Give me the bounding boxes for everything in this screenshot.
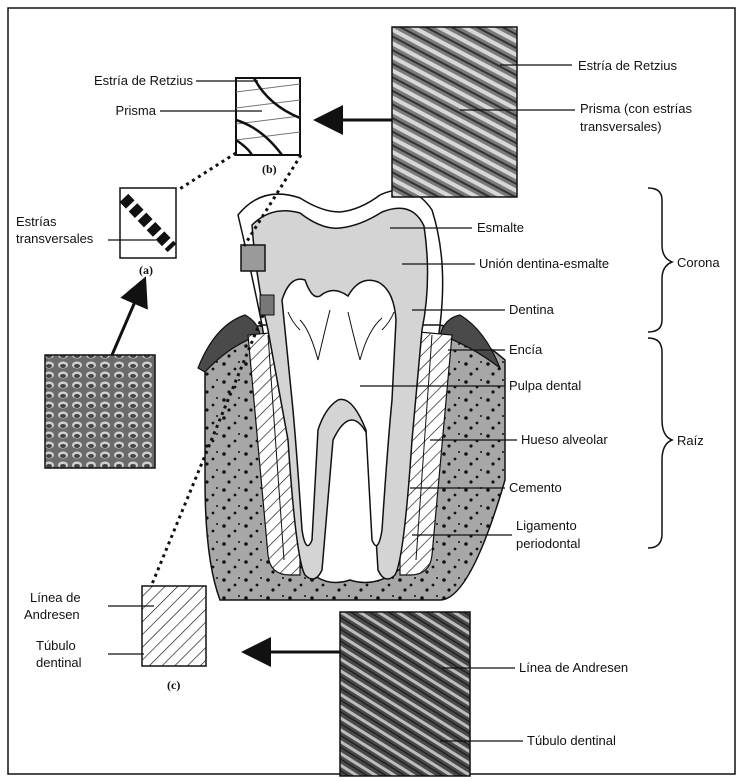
sample-square-b — [241, 245, 265, 271]
label-pulpa: Pulpa dental — [509, 378, 581, 393]
brace-corona — [648, 188, 672, 332]
detail-box-b — [236, 78, 300, 155]
label-hueso: Hueso alveolar — [521, 432, 608, 447]
detail-box-c — [142, 586, 206, 666]
label-encia: Encía — [509, 342, 543, 357]
label-corona: Corona — [677, 255, 720, 270]
label-linea-andresen-left-line1: Línea de — [30, 590, 81, 605]
label-estria-retzius-left: Estría de Retzius — [94, 73, 193, 88]
label-estrias-line1: Estrías — [16, 214, 57, 229]
label-linea-andresen-left-line2: Andresen — [24, 607, 80, 622]
detail-box-a — [120, 188, 176, 258]
micrograph-retzius — [392, 27, 517, 197]
label-tubulo-right: Túbulo dentinal — [527, 733, 616, 748]
label-prisma-left: Prisma — [116, 103, 157, 118]
tag-a: (a) — [139, 263, 153, 277]
connector-b-to-a — [178, 153, 236, 190]
sample-square-c — [260, 295, 274, 315]
brace-raiz — [648, 338, 672, 548]
label-linea-andresen-right: Línea de Andresen — [519, 660, 628, 675]
arrow-sem-to-a — [112, 290, 140, 355]
micrograph-andresen — [340, 612, 470, 776]
label-prisma-right-line2: transversales) — [580, 119, 662, 134]
label-tubulo-left-line1: Túbulo — [36, 638, 76, 653]
sem-micrograph — [45, 355, 155, 468]
label-esmalte: Esmalte — [477, 220, 524, 235]
label-ligamento-line1: Ligamento — [516, 518, 577, 533]
label-cemento: Cemento — [509, 480, 562, 495]
tag-c: (c) — [167, 678, 180, 692]
label-tubulo-left-line2: dentinal — [36, 655, 82, 670]
tag-b: (b) — [262, 162, 277, 176]
label-estrias-line2: transversales — [16, 231, 94, 246]
label-estria-retzius-right: Estría de Retzius — [578, 58, 677, 73]
label-prisma-right-line1: Prisma (con estrías — [580, 101, 692, 116]
label-ligamento-line2: periodontal — [516, 536, 580, 551]
label-dentina: Dentina — [509, 302, 555, 317]
label-raiz: Raíz — [677, 433, 704, 448]
label-union: Unión dentina-esmalte — [479, 256, 609, 271]
